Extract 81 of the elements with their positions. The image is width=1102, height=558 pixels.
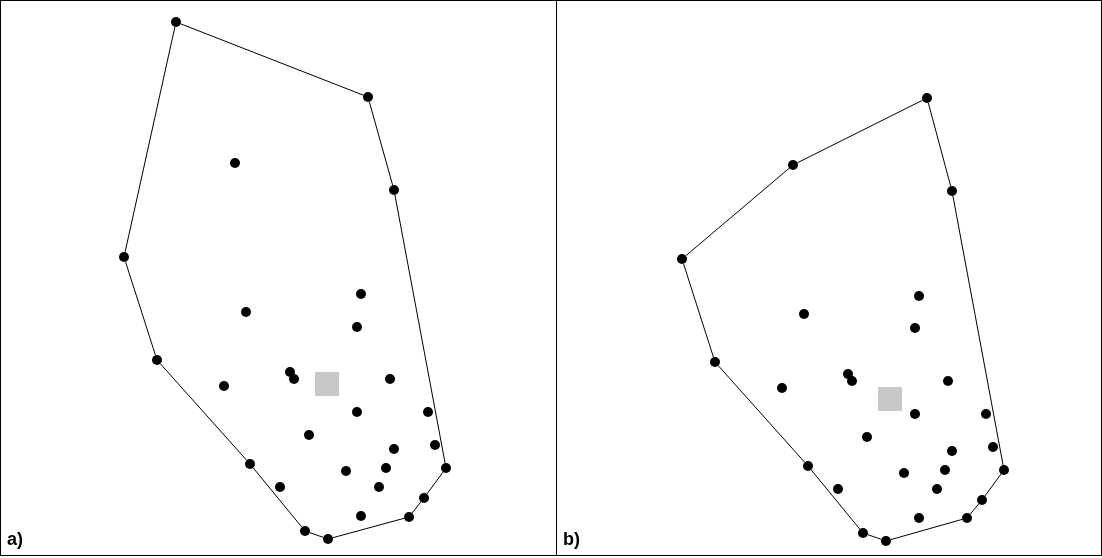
data-point [803,461,813,471]
data-point [988,442,998,452]
data-point [881,536,891,546]
data-point [152,355,162,365]
data-point [922,93,932,103]
hull-line [125,261,156,356]
data-point [171,17,181,27]
data-point [847,376,857,386]
hull-line [683,263,714,358]
data-point [241,307,251,317]
data-point [404,512,414,522]
data-point [389,444,399,454]
data-point [385,374,395,384]
data-point [323,534,333,544]
data-point [947,446,957,456]
hull-line [890,518,963,541]
data-point [862,432,872,442]
hull-line [796,99,924,164]
data-point [858,528,868,538]
hull-line [124,26,176,253]
data-point [389,185,399,195]
data-point [914,291,924,301]
data-point [352,322,362,332]
data-point [430,440,440,450]
data-point [356,511,366,521]
data-point [910,323,920,333]
hull-line [810,469,861,530]
data-point [356,289,366,299]
data-point [799,309,809,319]
data-point [119,252,129,262]
hull-line [969,503,980,515]
hull-line [927,102,952,187]
hull-line [368,101,394,186]
hull-line [952,195,1004,466]
data-point [419,493,429,503]
data-point [977,495,987,505]
data-point [423,407,433,417]
data-point [932,484,942,494]
data-point [899,468,909,478]
panel-frame [556,0,1102,556]
data-point [833,484,843,494]
panel-label: a) [7,529,23,549]
data-point [441,463,451,473]
data-point [381,463,391,473]
hull-line [717,365,806,463]
data-point [910,409,920,419]
data-point [219,381,229,391]
data-point [300,526,310,536]
data-point [289,374,299,384]
data-point [777,383,787,393]
data-point [999,465,1009,475]
data-point [962,513,972,523]
panel-label: b) [563,529,580,549]
hull-line [180,23,364,96]
hull-line [984,473,1002,497]
data-point [943,376,953,386]
hull-line [252,467,303,528]
data-point [788,160,798,170]
data-point [341,466,351,476]
data-point [710,357,720,367]
panel-frame [0,0,557,556]
data-point [374,482,384,492]
hull-line [159,363,248,461]
data-point [275,482,285,492]
hull-line [309,532,324,538]
hull-line [411,501,422,514]
hull-line [685,167,790,257]
data-point [947,186,957,196]
hull-line [394,194,446,464]
hull-line [426,471,444,495]
data-point [363,92,373,102]
data-point [940,465,950,475]
data-point [230,158,240,168]
data-point [304,430,314,440]
data-point [677,254,687,264]
hull-line [332,517,405,539]
hull-line [867,534,882,540]
data-point [245,459,255,469]
data-point [914,513,924,523]
data-point [352,407,362,417]
data-point [981,409,991,419]
